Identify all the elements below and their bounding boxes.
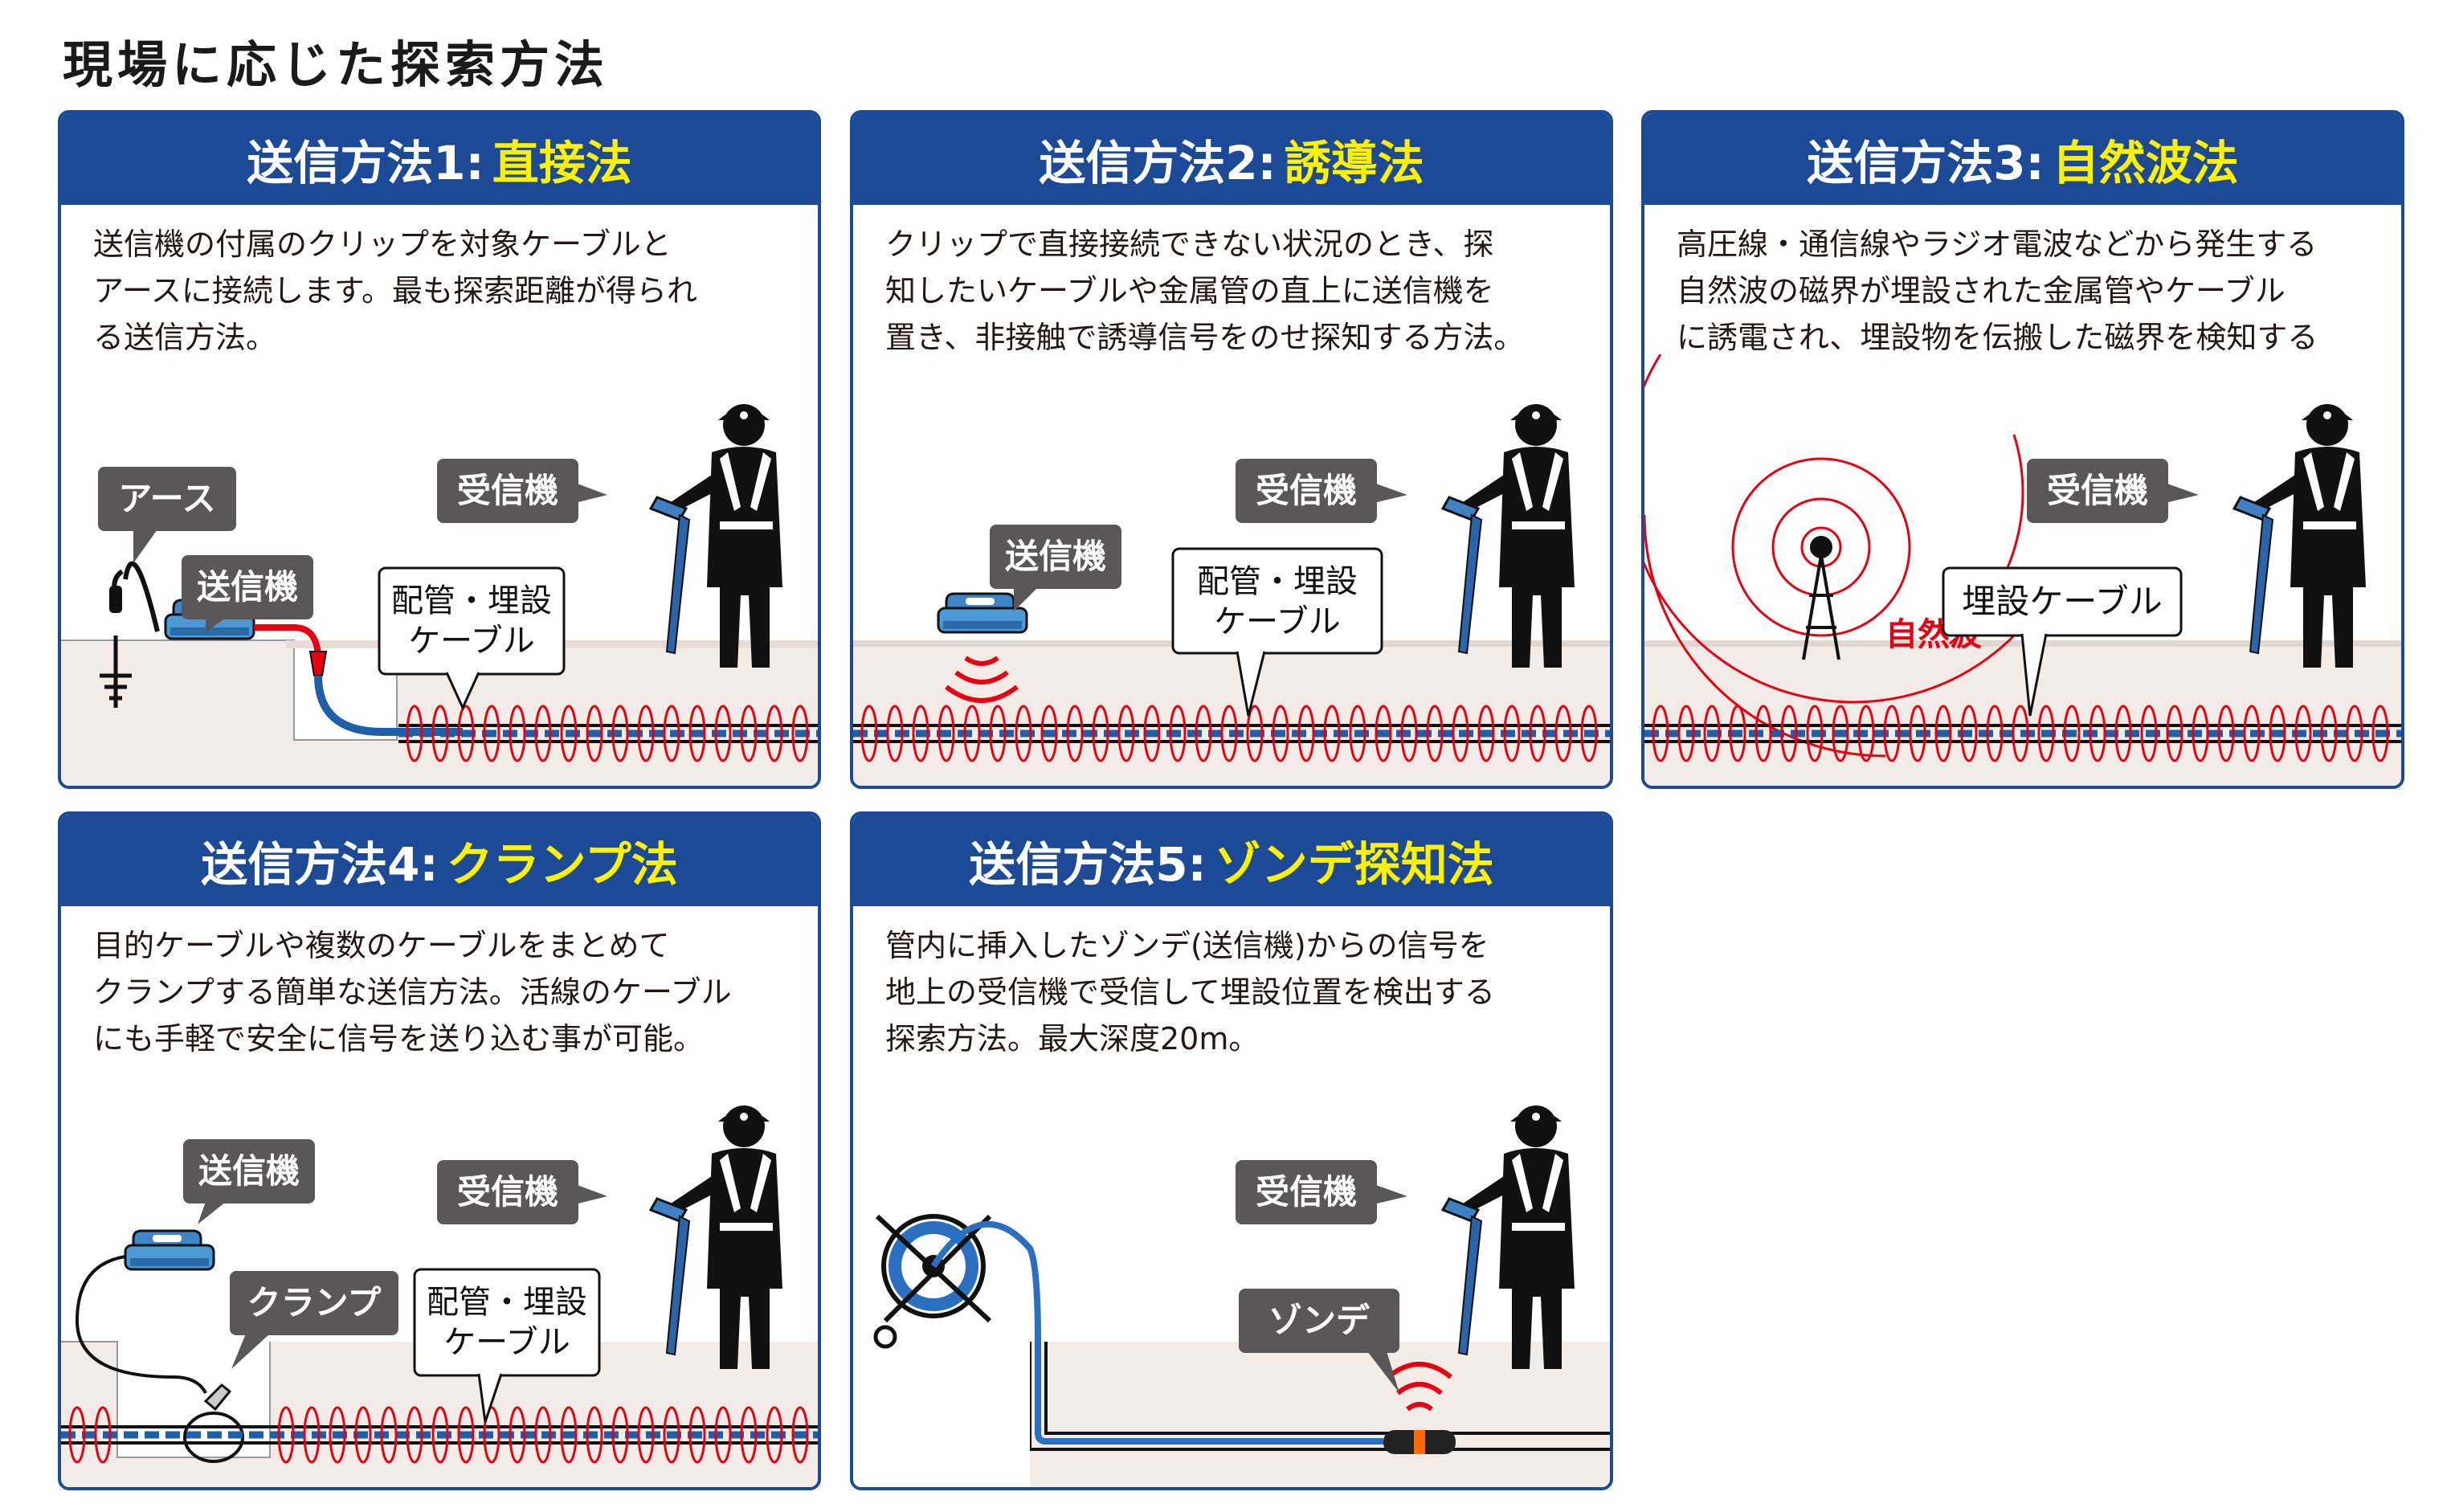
- panel-method: 自然波法: [2052, 136, 2239, 190]
- label-receiver: 受信機: [1236, 1160, 1407, 1224]
- page-title: 現場に応じた探索方法: [63, 35, 610, 94]
- illustration-natural-wave: 自然波 受信機 埋設ケーブル: [1644, 354, 2401, 786]
- panel-header: 送信方法4:クランプ法: [61, 815, 818, 906]
- illustration-clamp: 受信機 送信機 クランプ 配管・埋設 ケーブル: [61, 1104, 818, 1487]
- svg-text:送信機: 送信機: [1005, 537, 1106, 576]
- signal-waves-icon: [945, 656, 1019, 703]
- svg-text:ゾンデ: ゾンデ: [1268, 1301, 1371, 1340]
- panel-prefix: 送信方法5:: [969, 837, 1207, 892]
- svg-text:受信機: 受信機: [457, 471, 558, 510]
- panel-description: クリップで直接接続できない状況のとき、探 知したいケーブルや金属管の直上に送信機…: [885, 227, 1525, 355]
- illustration-sonde: 受信機 ゾンデ: [853, 1104, 1610, 1487]
- svg-text:受信機: 受信機: [457, 1172, 558, 1212]
- worker-with-receiver-icon: [2232, 403, 2367, 669]
- panel-method: 誘導法: [1284, 136, 1424, 190]
- label-receiver: 受信機: [437, 1160, 607, 1224]
- panel-header: 送信方法1:直接法: [61, 113, 818, 205]
- illustration-induction: 受信機 送信機 配管・埋設 ケーブル: [853, 403, 1610, 786]
- label-pipe-cable: 配管・埋設 ケーブル: [413, 1268, 601, 1423]
- panel-prefix: 送信方法3:: [1807, 136, 2045, 190]
- panel-induction-method: 送信方法2:誘導法 クリップで直接接続できない状況のとき、探 知したいケーブルや…: [850, 110, 1613, 789]
- svg-text:受信機: 受信機: [2047, 471, 2148, 510]
- panel-description: 管内に挿入したゾンデ(送信機)からの信号を 地上の受信機で受信して埋設位置を検出…: [885, 928, 1495, 1056]
- panel-header: 送信方法2:誘導法: [853, 113, 1610, 205]
- worker-with-receiver-icon: [649, 403, 784, 669]
- panel-description: 高圧線・通信線やラジオ電波などから発生する 自然波の磁界が埋設された金属管やケー…: [1677, 227, 2318, 355]
- svg-text:クランプ: クランプ: [247, 1283, 382, 1322]
- svg-text:受信機: 受信機: [1256, 1172, 1357, 1212]
- cable-reel-icon: [873, 1214, 992, 1349]
- panel-method: ゾンデ探知法: [1214, 837, 1494, 892]
- label-transmitter: 送信機: [990, 525, 1121, 611]
- label-receiver: 受信機: [1236, 459, 1407, 523]
- svg-text:ケーブル: ケーブル: [443, 1324, 570, 1361]
- panel-natural-wave-method: 送信方法3:自然波法 高圧線・通信線やラジオ電波などから発生する 自然波の磁界が…: [1641, 110, 2404, 789]
- ground: [1644, 640, 2401, 786]
- earth-icon: [100, 569, 132, 708]
- svg-text:受信機: 受信機: [1256, 471, 1357, 510]
- label-pipe-cable: 配管・埋設 ケーブル: [1171, 547, 1383, 717]
- svg-text:アース: アース: [118, 479, 215, 518]
- signal-waves-icon: [1387, 1362, 1452, 1412]
- pipe-cable: [398, 724, 818, 743]
- label-transmitter: 送信機: [182, 555, 313, 632]
- worker-with-receiver-icon: [1441, 1104, 1576, 1371]
- panel-sonde-method: 送信方法5:ゾンデ探知法 管内に挿入したゾンデ(送信機)からの信号を 地上の受信…: [850, 811, 1613, 1490]
- label-receiver: 受信機: [2027, 459, 2199, 523]
- magnetic-field-coils: [1652, 705, 2389, 762]
- panel-prefix: 送信方法1:: [247, 136, 484, 190]
- transmitter-icon: [124, 1229, 215, 1271]
- panel-description: 目的ケーブルや複数のケーブルをまとめて クランプする簡単な送信方法。活線のケーブ…: [93, 928, 732, 1056]
- label-buried-cable: 埋設ケーブル: [1942, 566, 2183, 717]
- magnetic-field-coils: [860, 705, 1598, 762]
- label-earth: アース: [98, 467, 236, 563]
- svg-text:ケーブル: ケーブル: [408, 623, 535, 660]
- panel-method: クランプ法: [446, 837, 678, 892]
- svg-text:埋設ケーブル: 埋設ケーブル: [1962, 582, 2162, 621]
- panel-prefix: 送信方法2:: [1039, 136, 1277, 190]
- panel-method: 直接法: [492, 136, 632, 190]
- radio-tower-icon: [1802, 536, 1840, 660]
- svg-text:ケーブル: ケーブル: [1214, 603, 1341, 640]
- svg-text:送信機: 送信機: [197, 567, 298, 607]
- panel-header: 送信方法3:自然波法: [1644, 113, 2401, 205]
- worker-with-receiver-icon: [649, 1104, 784, 1371]
- panel-direct-method: 送信方法1:直接法 送信機の付属のクリップを対象ケーブルと アースに接続します。…: [58, 110, 821, 789]
- illustration-direct: 受信機 アース 送信機 配管・埋設 ケーブル: [61, 403, 818, 786]
- transmitter-icon: [937, 592, 1028, 634]
- sonde-icon: [1383, 1430, 1456, 1454]
- svg-text:配管・埋設: 配管・埋設: [391, 582, 552, 619]
- label-sonde: ゾンデ: [1239, 1289, 1399, 1393]
- svg-text:送信機: 送信機: [198, 1151, 300, 1191]
- panel-prefix: 送信方法4:: [201, 837, 439, 892]
- panel-description: 送信機の付属のクリップを対象ケーブルと アースに接続します。最も探索距離が得られ…: [93, 227, 698, 355]
- pipe-cable: [61, 1425, 818, 1445]
- svg-text:配管・埋設: 配管・埋設: [1197, 563, 1358, 600]
- panel-clamp-method: 送信方法4:クランプ法 目的ケーブルや複数のケーブルをまとめて クランプする簡単…: [58, 811, 821, 1490]
- label-receiver: 受信機: [437, 459, 607, 523]
- label-clamp: クランプ: [230, 1271, 398, 1369]
- magnetic-field-coils: [406, 705, 809, 762]
- magnetic-field-coils: [68, 1406, 809, 1464]
- worker-with-receiver-icon: [1441, 403, 1576, 669]
- panel-header: 送信方法5:ゾンデ探知法: [853, 815, 1610, 906]
- svg-text:配管・埋設: 配管・埋設: [427, 1284, 587, 1321]
- label-pipe-cable: 配管・埋設 ケーブル: [378, 566, 566, 711]
- label-transmitter: 送信機: [183, 1139, 315, 1224]
